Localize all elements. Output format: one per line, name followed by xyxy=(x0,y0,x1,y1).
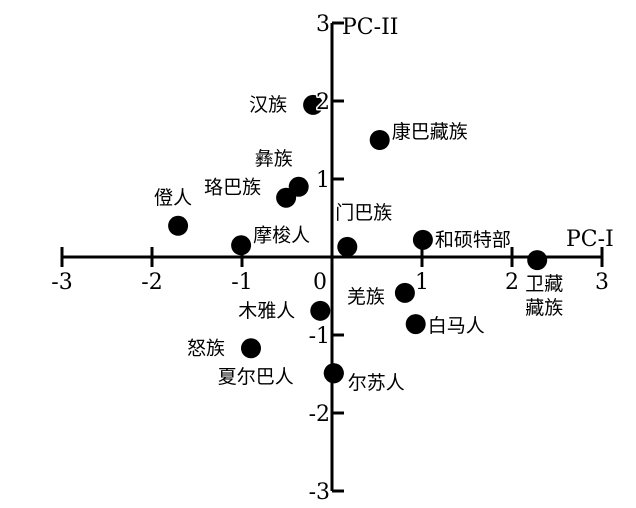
data-point xyxy=(241,338,261,359)
data-point xyxy=(303,94,324,115)
point-label: 康巴藏族 xyxy=(392,121,468,143)
point-label: 僜人 xyxy=(154,187,192,209)
y-tick-label: 2 xyxy=(316,90,330,115)
y-tick-label: -1 xyxy=(309,324,330,349)
data-point xyxy=(527,250,548,271)
x-tick-label: 2 xyxy=(505,270,519,295)
x-tick-label: -1 xyxy=(231,270,252,295)
point-label: 藏族 xyxy=(525,297,563,319)
data-point xyxy=(405,314,426,335)
data-point xyxy=(276,187,297,208)
data-point xyxy=(337,236,358,257)
point-label: 尔苏人 xyxy=(348,372,405,394)
x-axis-label: PC-I xyxy=(566,227,614,252)
point-label: 羌族 xyxy=(347,286,385,308)
y-tick-label: -3 xyxy=(309,480,330,505)
data-point xyxy=(323,363,344,384)
data-point xyxy=(394,282,415,303)
x-tick-label: -3 xyxy=(51,270,72,295)
data-point xyxy=(310,300,331,321)
point-label: 夏尔巴人 xyxy=(218,366,294,388)
x-tick-label: 1 xyxy=(415,270,429,295)
data-point xyxy=(369,130,390,150)
point-label: 怒族 xyxy=(187,337,225,359)
x-tick-label: 0 xyxy=(313,270,327,295)
data-point xyxy=(412,229,433,250)
y-tick-label: 3 xyxy=(316,12,330,37)
tick-labels: -3 -2 -1 0 1 2 3 3 2 1 -1 -2 -3 xyxy=(50,11,611,507)
point-label: 和硕特部 xyxy=(435,229,511,251)
y-axis-label: PC-II xyxy=(342,15,398,40)
x-tick-label: 3 xyxy=(595,270,609,295)
point-label: 卫藏 xyxy=(525,273,563,295)
point-label: 摩梭人 xyxy=(253,224,310,246)
point-label: 白马人 xyxy=(428,315,485,337)
y-tick-label: 1 xyxy=(316,168,330,193)
x-tick-label: -2 xyxy=(141,270,162,295)
point-label: 彝族 xyxy=(255,148,293,170)
data-point xyxy=(231,235,252,256)
data-point xyxy=(168,215,189,236)
point-label: 珞巴族 xyxy=(204,177,261,199)
point-label: 木雅人 xyxy=(238,300,295,322)
point-label: 门巴族 xyxy=(335,202,392,224)
point-label: 汉族 xyxy=(249,94,287,116)
y-tick-label: -2 xyxy=(309,402,330,427)
axes xyxy=(60,21,604,493)
